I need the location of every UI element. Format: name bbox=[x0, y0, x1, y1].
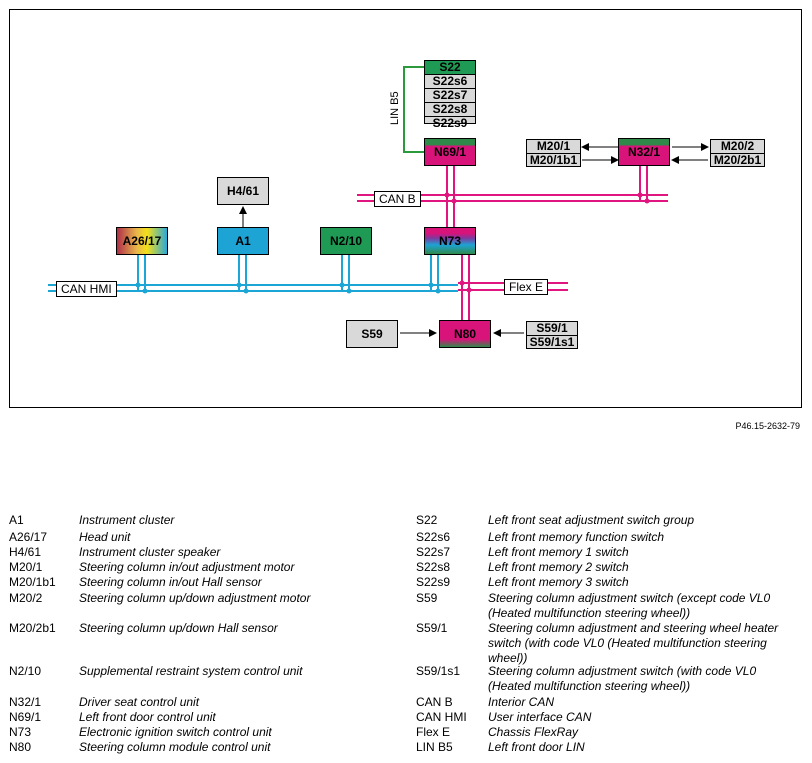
s59-1-group: S59/1 S59/1s1 bbox=[526, 321, 578, 349]
can-b-junctions bbox=[444, 192, 650, 204]
can-hmi-junctions bbox=[135, 282, 441, 294]
a26-17-node: A26/17 bbox=[116, 227, 168, 255]
flex-e-junctions bbox=[459, 280, 472, 293]
m20-1-group: M20/1 M20/1b1 bbox=[526, 139, 581, 167]
figure-reference: P46.15-2632-79 bbox=[735, 421, 800, 431]
m20-2-group: M20/2 M20/2b1 bbox=[710, 139, 765, 167]
s59-1-label: S59/1 bbox=[527, 322, 577, 336]
connection-arrows bbox=[239, 143, 709, 337]
n69-1-node: N69/1 bbox=[424, 138, 476, 166]
s22-switch-group: S22 S22s6 S22s7 S22s8 S22s9 bbox=[424, 60, 476, 130]
a1-node: A1 bbox=[217, 227, 269, 255]
s59-node: S59 bbox=[346, 320, 398, 348]
m20-2-label: M20/2 bbox=[711, 140, 764, 154]
h4-61-node: H4/61 bbox=[217, 177, 269, 205]
n80-node: N80 bbox=[439, 320, 491, 348]
s22s6-label: S22s6 bbox=[425, 75, 475, 89]
n73-node: N73 bbox=[424, 227, 476, 255]
flex-e-label: Flex E bbox=[504, 279, 549, 295]
can-b-label: CAN B bbox=[374, 191, 421, 207]
m20-1-label: M20/1 bbox=[527, 140, 580, 154]
n32-1-node: N32/1 bbox=[618, 138, 670, 166]
lin-b5-line bbox=[403, 66, 424, 153]
s22-label: S22 bbox=[425, 61, 475, 75]
network-diagram bbox=[48, 66, 709, 337]
s22s8-label: S22s8 bbox=[425, 103, 475, 117]
lin-b5-label: LIN B5 bbox=[389, 91, 401, 125]
can-hmi-label: CAN HMI bbox=[56, 281, 117, 297]
n2-10-node: N2/10 bbox=[320, 227, 372, 255]
m20-2b1-label: M20/2b1 bbox=[713, 153, 762, 167]
s59-1s1-label: S59/1s1 bbox=[529, 335, 575, 349]
s22s9-label: S22s9 bbox=[432, 116, 468, 130]
diagram-frame bbox=[9, 9, 802, 408]
s22s7-label: S22s7 bbox=[425, 89, 475, 103]
m20-1b1-label: M20/1b1 bbox=[529, 153, 578, 167]
